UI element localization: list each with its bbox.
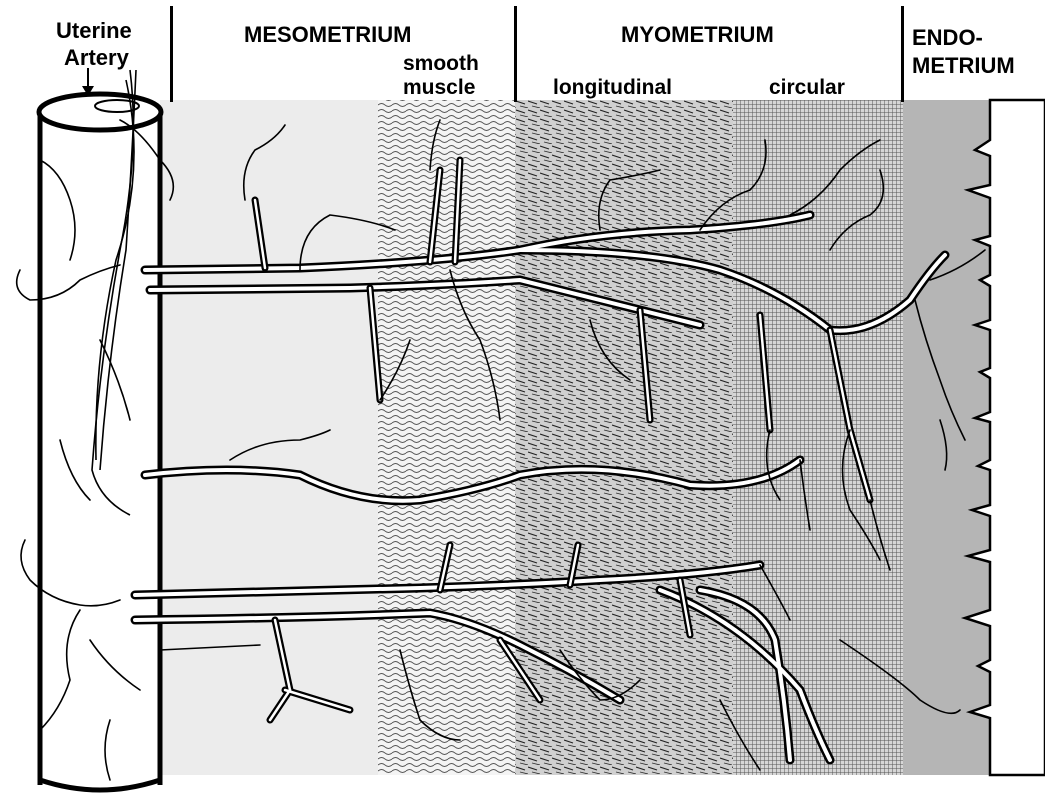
endometrium-label-line2: METRIUM: [912, 55, 1015, 77]
circular-label: circular: [769, 77, 845, 98]
endometrium-label-line1: ENDO-: [912, 27, 983, 49]
smooth-muscle-label-line1: smooth: [403, 53, 479, 74]
divider-artery-mesometrium: [170, 6, 173, 102]
circular-zone: [733, 100, 903, 775]
uterine-artery-label-line2: Artery: [64, 47, 129, 69]
myometrium-label: MYOMETRIUM: [621, 24, 774, 46]
longitudinal-texture: [515, 100, 733, 775]
braided-vein: [92, 70, 136, 515]
smooth-muscle-texture: [378, 100, 515, 775]
smooth-muscle-label-line2: muscle: [403, 77, 475, 98]
divider-mesometrium-myometrium: [514, 6, 517, 102]
longitudinal-label: longitudinal: [553, 77, 672, 98]
uterine-artery-label-line1: Uterine: [56, 20, 132, 42]
uterine-artery-vessel: [39, 94, 161, 790]
mesometrium-label: MESOMETRIUM: [244, 24, 411, 46]
divider-myometrium-endometrium: [901, 6, 904, 102]
mesometrium-zone: [160, 100, 380, 775]
